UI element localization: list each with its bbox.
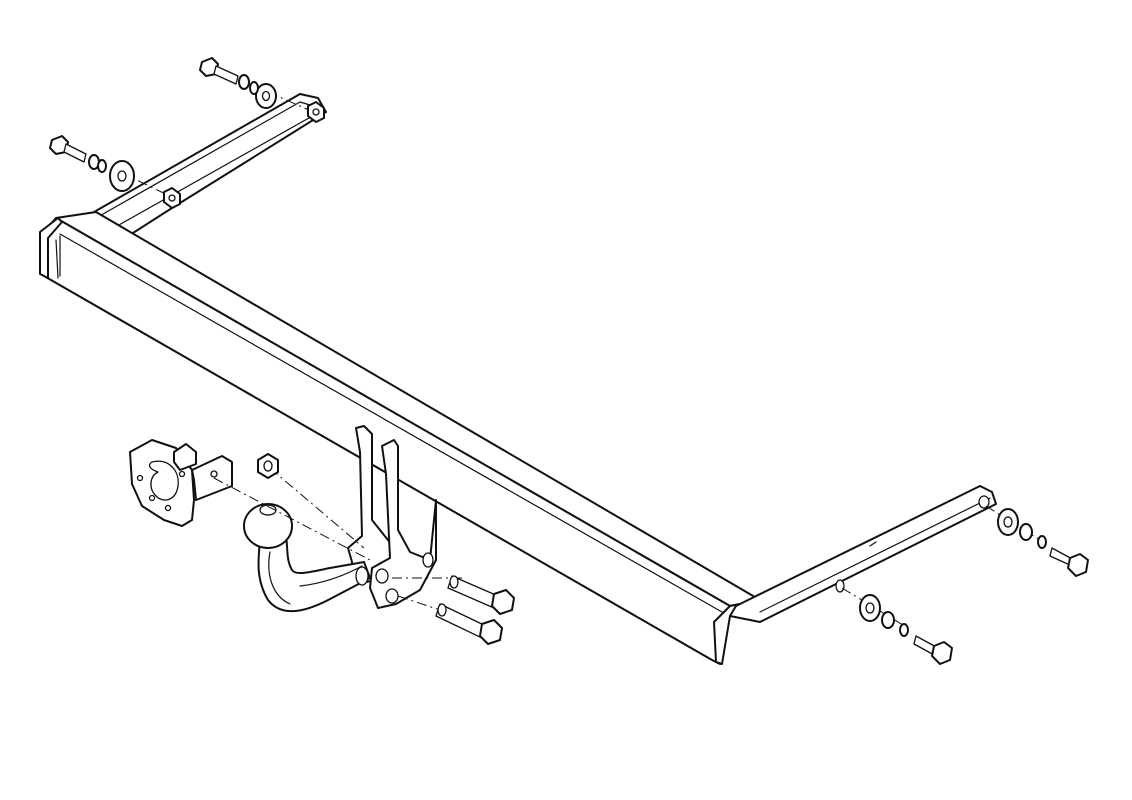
spring-washer (1037, 535, 1047, 549)
bolt (1049, 547, 1089, 577)
bolts (49, 57, 1089, 665)
spring-washer (1019, 523, 1033, 541)
spring-washer (238, 74, 250, 90)
bolt (49, 135, 87, 163)
spring-washer (881, 611, 895, 629)
spring-washers (88, 74, 1047, 637)
plate-hole (375, 568, 389, 584)
washer (109, 160, 135, 192)
bolt (913, 635, 953, 665)
tow-ball (243, 503, 293, 549)
spring-washer (899, 623, 909, 637)
bolt (435, 603, 503, 645)
right-side-bracket (729, 485, 997, 623)
nuts (163, 101, 325, 479)
bolt (199, 57, 239, 85)
cross-beam (39, 211, 761, 665)
electrical-socket-plate (129, 439, 233, 527)
washer (255, 83, 277, 109)
tow-ball-neck (243, 503, 371, 613)
washers (109, 83, 1019, 622)
spring-washer (249, 81, 259, 95)
nut (257, 453, 279, 479)
spring-washer (97, 159, 107, 173)
nut (307, 101, 325, 123)
plate-hole (422, 552, 434, 568)
washer (997, 508, 1019, 536)
nut (163, 187, 181, 209)
bracket-hole (978, 495, 990, 509)
washer (859, 594, 881, 622)
bolt (447, 575, 515, 615)
bracket-hole (835, 579, 845, 593)
plate-hole (385, 588, 399, 604)
center-mount-plates (347, 425, 437, 609)
